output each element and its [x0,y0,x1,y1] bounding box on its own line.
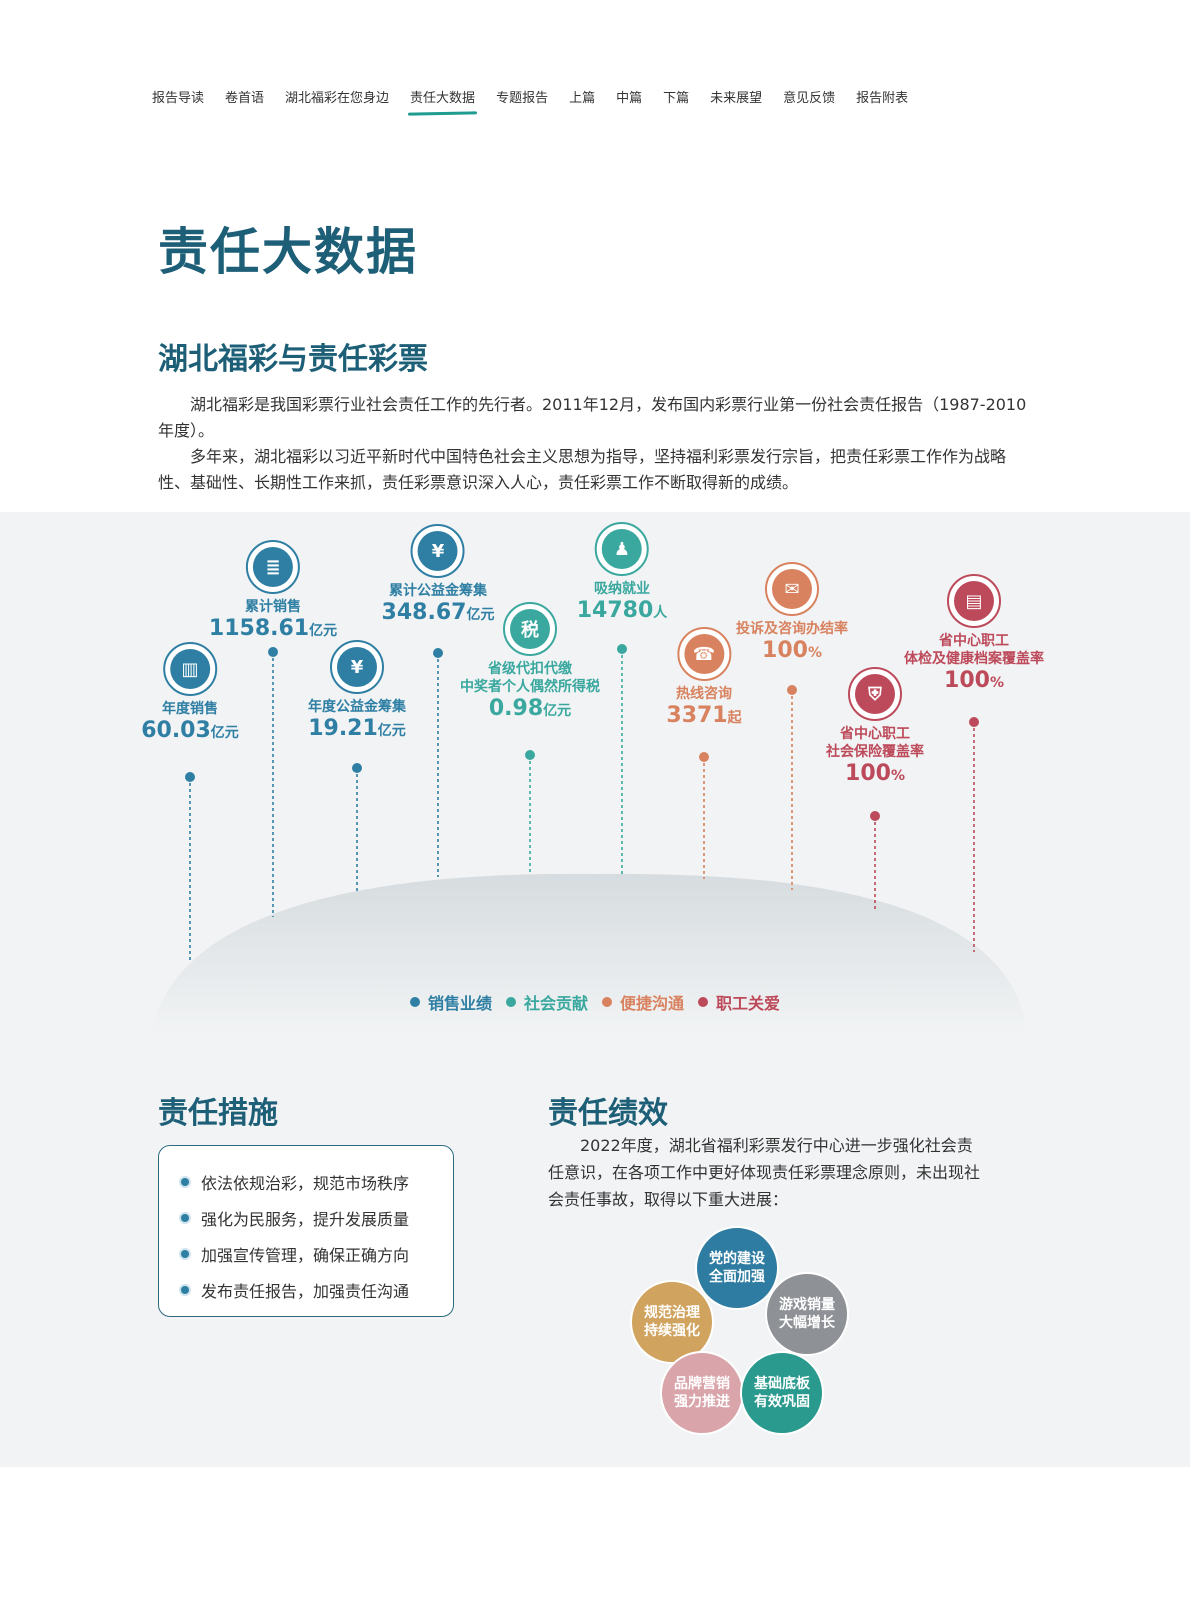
nav-item[interactable]: 报告附表 [856,91,909,106]
stat-value: 100% [845,761,905,786]
intro-paragraph: 湖北福彩是我国彩票行业社会责任工作的先行者。2011年12月，发布国内彩票行业第… [158,395,1027,440]
legend: 销售业绩社会贡献便捷沟通职工关爱 [0,990,1190,1014]
stat-label: 年度公益金筹集 [308,699,406,715]
health-record-icon: ▤ [947,574,1001,628]
legend-item: 社会贡献 [505,990,588,1014]
workers-icon: ♟ [594,522,649,576]
stat-value: 348.67亿元 [381,600,495,625]
chat-people-icon: ✉ [765,562,819,616]
nav-item[interactable]: 意见反馈 [783,91,836,106]
measure-item: 发布责任报告，加强责任沟通 [181,1272,453,1308]
stat-value: 1158.61亿元 [208,616,338,641]
nav-item[interactable]: 责任大数据 [410,88,475,110]
dome-graphic [152,644,1027,1032]
stat-value: 19.21亿元 [308,716,406,741]
stat-label: 省中心职工 [939,633,1009,649]
performance-circle: 规范治理持续强化 [630,1280,714,1364]
nav-item[interactable]: 报告导读 [152,91,205,106]
performance-title: 责任绩效 [548,1096,668,1131]
tax-receipt-icon: 税 [503,602,557,656]
stat-value: 0.98亿元 [488,696,572,721]
bullet-icon [181,1178,189,1186]
shield-person-icon: ⛨ [848,667,902,721]
stat-label: 投诉及咨询办结率 [736,621,848,637]
coin-yuan-icon: ¥ [330,640,384,694]
stat-value: 60.03亿元 [141,718,239,743]
bullet-icon [181,1250,189,1258]
legend-item: 职工关爱 [698,990,780,1014]
stat-label: 省级代扣代缴 [488,661,572,677]
stat-label: 中奖者个人偶然所得税 [460,679,600,695]
measure-item: 加强宣传管理，确保正确方向 [181,1236,453,1272]
bullet-icon [181,1286,189,1294]
stat-dot [969,717,979,727]
page-title: 责任大数据 [158,223,418,281]
measures-box: 依法依规治彩，规范市场秩序强化为民服务，提升发展质量加强宣传管理，确保正确方向发… [158,1145,454,1317]
stat-label: 累计销售 [244,599,301,615]
performance-circle: 游戏销量大幅增长 [765,1272,849,1356]
section-title: 湖北福彩与责任彩票 [158,342,428,377]
legend-item: 便捷沟通 [602,990,684,1014]
stat-label: 累计公益金筹集 [389,583,487,599]
legend-dot-icon [602,997,612,1007]
nav-item[interactable]: 下篇 [663,91,690,106]
stat-value: 100% [944,668,1004,693]
stat-value: 100% [762,638,822,663]
stat-label: 体检及健康档案覆盖率 [904,651,1044,667]
stat-dot [699,752,709,762]
nav-item[interactable]: 上篇 [569,91,596,106]
bullet-icon [181,1214,189,1222]
document-icon: ≣ [245,540,300,594]
legend-dot-icon [505,997,516,1007]
stat-dot [268,647,278,657]
stat-dot [787,685,797,695]
legend-dot-icon [409,997,420,1007]
performance-circle: 基础底板有效巩固 [740,1351,824,1435]
stat-dot [525,750,535,760]
stat-label: 年度销售 [162,701,218,717]
nav-item[interactable]: 卷首语 [225,91,265,106]
performance-circle: 品牌营销强力推进 [660,1351,744,1435]
intro-text: 湖北福彩是我国彩票行业社会责任工作的先行者。2011年12月，发布国内彩票行业第… [158,392,1033,496]
stat-label: 省中心职工 [840,726,910,742]
stat-label: 社会保险覆盖率 [826,744,924,760]
nav-item[interactable]: 未来展望 [710,91,763,106]
intro-paragraph: 多年来，湖北福彩以习近平新时代中国特色社会主义思想为指导，坚持福利彩票发行宗旨，… [158,447,1007,492]
nav-item[interactable]: 湖北福彩在您身边 [285,91,390,106]
stat-dot [870,811,880,821]
stat-label: 热线咨询 [675,686,732,702]
stat-dot [185,772,195,782]
stat-value: 14780人 [576,598,668,623]
top-nav: 报告导读 卷首语 湖北福彩在您身边 责任大数据 专题报告 上篇 中篇 下篇 未来展望 意见反馈 报告… [152,88,929,110]
measures-title: 责任措施 [158,1096,278,1131]
performance-circle: 党的建设全面加强 [695,1226,779,1310]
nav-item[interactable]: 专题报告 [496,91,549,106]
stat-value: 3371起 [666,703,742,728]
headset-icon: ☎ [676,627,731,681]
bar-chart-icon: ▥ [163,642,217,696]
legend-dot-icon [698,997,709,1007]
hand-coin-icon: ¥ [411,524,465,578]
measure-item: 强化为民服务，提升发展质量 [181,1200,453,1236]
measure-item: 依法依规治彩，规范市场秩序 [181,1164,453,1200]
stat-dot [433,648,443,658]
stat-dot [617,644,627,654]
legend-item: 销售业绩 [409,990,492,1014]
performance-text: 2022年度，湖北省福利彩票发行中心进一步强化社会责任意识，在各项工作中更好体现… [548,1136,981,1209]
stat-label: 吸纳就业 [593,581,650,597]
stat-dot [352,763,362,773]
nav-item[interactable]: 中篇 [616,91,643,106]
